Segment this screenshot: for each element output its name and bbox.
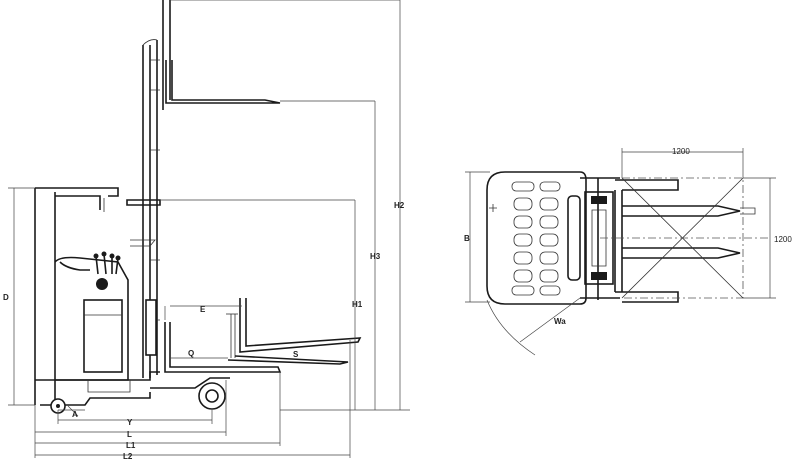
label-q: Q: [188, 349, 194, 358]
side-view: D A Y L L1 L2 E Q S H1 H3 H2: [3, 0, 410, 460]
label-d: D: [3, 293, 9, 302]
label-h1: H1: [352, 300, 363, 309]
mast: [126, 0, 171, 378]
forks-middle: [226, 298, 362, 358]
vertical-dimensions: [8, 0, 410, 411]
truck-top-outline: [486, 171, 623, 305]
label-wa: Wa: [554, 317, 566, 326]
label-h2: H2: [394, 201, 405, 210]
label-y: Y: [127, 418, 133, 427]
label-a: A: [72, 410, 78, 419]
top-view: B: [464, 147, 792, 356]
label-width-right: 1200: [774, 235, 792, 244]
label-width-top: 1200: [672, 147, 690, 156]
horizontal-dimensions: [34, 305, 351, 458]
top-forks: [600, 177, 768, 303]
truck-body: [34, 187, 230, 414]
label-b: B: [464, 234, 470, 243]
battery-cells: [511, 181, 561, 296]
label-s: S: [293, 350, 299, 359]
label-h3: H3: [370, 252, 381, 261]
label-e: E: [200, 305, 206, 314]
label-l1: L1: [126, 441, 136, 450]
label-l2: L2: [123, 452, 133, 460]
forks-lowered: [164, 322, 349, 373]
forks-raised: [165, 60, 281, 104]
label-l: L: [127, 430, 132, 439]
